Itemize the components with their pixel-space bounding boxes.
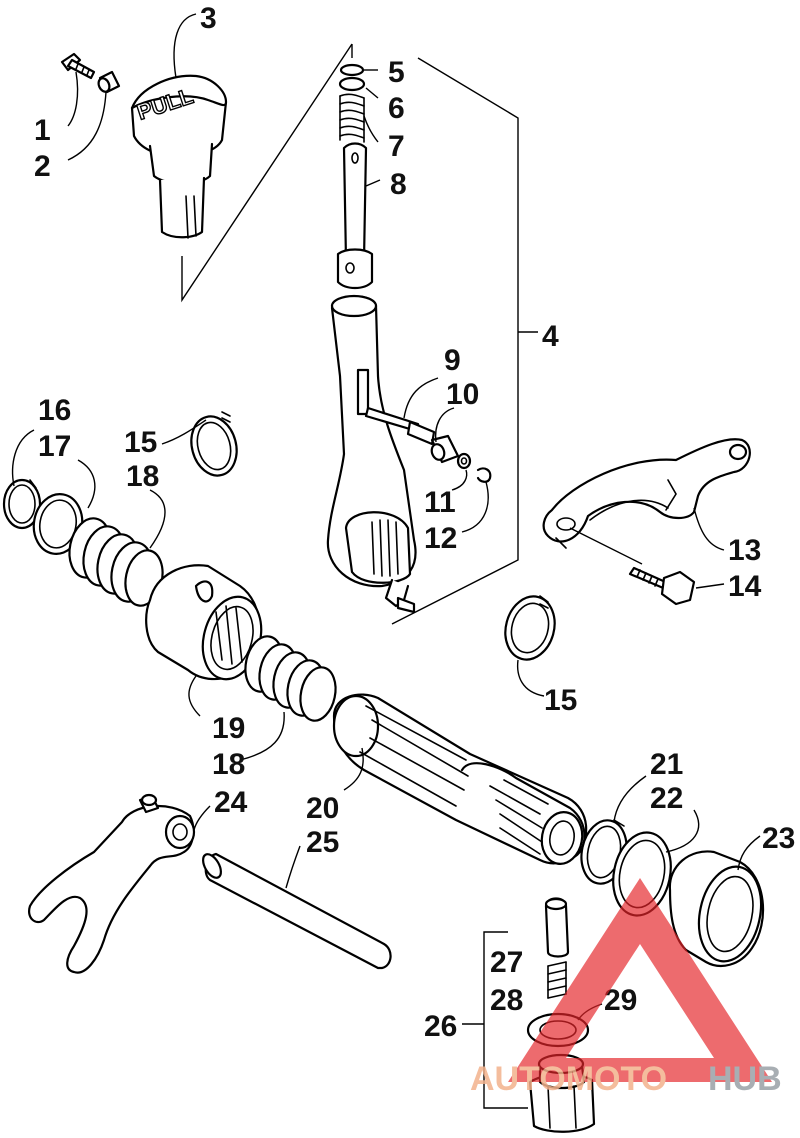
- washer-11: [456, 452, 472, 470]
- label-20: 20: [306, 792, 339, 825]
- label-3: 3: [200, 2, 217, 35]
- label-8: 8: [390, 168, 407, 201]
- label-15-lower: 15: [544, 684, 577, 717]
- label-4: 4: [542, 320, 559, 353]
- bolt-14: [628, 566, 696, 606]
- label-26: 26: [424, 1010, 457, 1043]
- bracket-13: [542, 438, 751, 549]
- label-15-upper: 15: [124, 426, 157, 459]
- snap-ring-15-lower: [504, 595, 556, 661]
- label-5: 5: [388, 56, 405, 89]
- spring-18-lower: [244, 635, 337, 722]
- label-18-lower: 18: [212, 748, 245, 781]
- pin-9: [364, 406, 436, 446]
- splined-shaft-20: [332, 693, 588, 865]
- rod-8: [336, 142, 374, 290]
- o-ring-6: [338, 76, 366, 92]
- label-16: 16: [38, 394, 71, 427]
- pull-knob-3: PULL: [130, 74, 228, 239]
- snap-ring-15-upper: [190, 411, 238, 477]
- o-ring-5: [339, 63, 365, 77]
- bearing-23: [668, 850, 765, 967]
- label-21: 21: [650, 748, 683, 781]
- watermark-triangle-icon: [508, 878, 772, 1082]
- label-25: 25: [306, 826, 339, 859]
- shift-lever-4: [326, 294, 417, 614]
- snap-ring-16: [2, 478, 42, 530]
- spring-7: [339, 93, 365, 143]
- spring-18-upper: [68, 517, 164, 607]
- watermark-logo: AUTOMOTO HUB: [470, 878, 782, 1098]
- label-22: 22: [650, 782, 683, 815]
- label-23: 23: [762, 822, 795, 855]
- label-28: 28: [490, 984, 523, 1017]
- label-1: 1: [34, 114, 51, 147]
- screw-1: [60, 52, 96, 80]
- label-11: 11: [424, 486, 456, 519]
- watermark-text-1: AUTOMOTO: [470, 1060, 667, 1098]
- label-12: 12: [424, 522, 457, 555]
- rod-25: [202, 852, 392, 970]
- watermark-text-2: HUB: [708, 1060, 782, 1098]
- label-13: 13: [728, 534, 761, 567]
- label-9: 9: [444, 344, 461, 377]
- label-10: 10: [446, 378, 479, 411]
- label-24: 24: [214, 786, 248, 819]
- label-14: 14: [728, 570, 762, 603]
- label-17: 17: [38, 430, 71, 463]
- label-18-upper: 18: [126, 460, 159, 493]
- label-2: 2: [34, 150, 51, 183]
- spring-28: [547, 961, 567, 999]
- label-6: 6: [388, 92, 405, 125]
- label-27: 27: [490, 946, 523, 979]
- shift-fork-24: [28, 793, 196, 974]
- e-clip-12: [476, 467, 492, 483]
- bushing-10: [430, 434, 460, 464]
- bushing-2: [97, 70, 121, 94]
- label-19: 19: [212, 712, 245, 745]
- detent-pin-27: [544, 897, 570, 958]
- label-7: 7: [388, 130, 405, 163]
